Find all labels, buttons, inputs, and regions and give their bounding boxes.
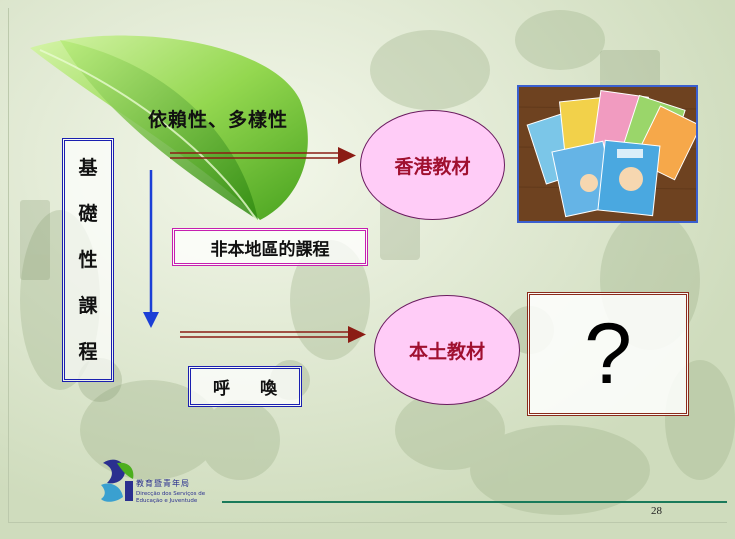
logo-portuguese-line-2: Educação e Juventude [136,498,198,504]
hong-kong-materials-ellipse: 香港教材 [360,110,505,220]
vertical-char-3: 性 [78,249,98,271]
foundation-curriculum-box: 基 礎 性 課 程 [62,138,114,382]
logo-chinese-name: 教育暨青年局 [136,479,190,488]
dependency-diversity-heading: 依賴性、多樣性 [148,109,289,131]
question-box: ? [527,292,689,416]
non-local-curriculum-box: 非本地區的課程 [172,228,368,266]
slide-frame [8,8,727,523]
question-mark: ? [584,306,632,402]
vertical-char-1: 基 [78,157,98,179]
call-box: 呼 喚 [188,366,302,407]
page-number: 28 [651,505,662,517]
call-char-1: 呼 [213,379,230,399]
logo-portuguese-line-1: Direcção dos Serviços de [136,491,206,497]
vertical-char-2: 礎 [78,203,98,225]
local-materials-ellipse: 本土教材 [374,295,520,405]
footer-line [222,501,727,503]
call-char-2: 喚 [260,379,277,399]
textbooks-photo [517,85,698,223]
vertical-char-4: 課 [78,295,98,317]
vertical-char-5: 程 [78,341,98,363]
dsej-logo [101,459,134,502]
